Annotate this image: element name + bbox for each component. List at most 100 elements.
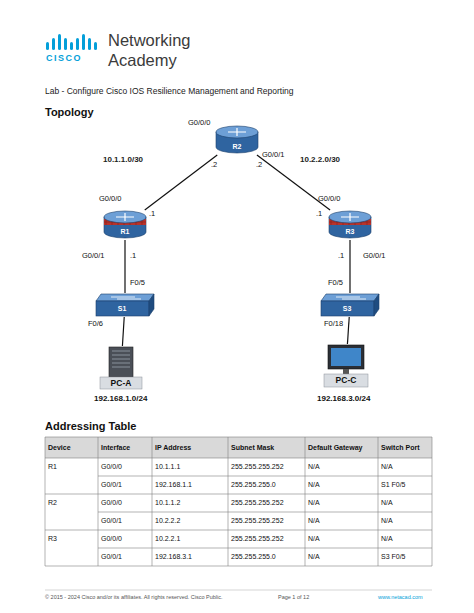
server-icon: PC-A (99, 346, 143, 390)
cisco-logo-bars (46, 34, 97, 50)
table-cell: 192.168.1.1 (155, 481, 192, 489)
table-rule (45, 437, 432, 438)
table-rule (98, 548, 432, 549)
device-shape (103, 210, 147, 240)
port-label: F0/6 (88, 320, 103, 329)
device-name: PC-C (323, 376, 369, 385)
table-cell: G0/0/0 (101, 463, 122, 471)
router-icon: R2 (215, 125, 259, 155)
network-link (122, 317, 124, 346)
interface-label: G0/0/1 (82, 252, 105, 261)
device-shape (328, 210, 372, 240)
interface-label: G0/0/0 (318, 195, 341, 204)
switch-icon: S3 (320, 293, 380, 317)
table-cell: N/A (308, 499, 320, 507)
footer-copyright: © 2015 - 2024 Cisco and/or its affiliate… (45, 594, 223, 600)
interface-label: G0/0/0 (188, 119, 211, 128)
device-name: S3 (320, 305, 380, 312)
table-cell: N/A (308, 553, 320, 561)
table-header-cell: Default Gateway (308, 444, 362, 452)
table-header-cell: Interface (101, 444, 130, 452)
table-cell: 255.255.255.0 (231, 481, 276, 489)
host-octet: .1 (338, 252, 344, 261)
table-rule (98, 476, 432, 477)
network-link (145, 155, 217, 210)
table-rule (98, 437, 99, 566)
table-cell: G0/0/0 (101, 499, 122, 507)
table-cell: 255.255.255.252 (231, 463, 284, 471)
interface-label: G0/0/0 (99, 195, 122, 204)
table-rule (45, 566, 432, 567)
table-cell: N/A (308, 463, 320, 471)
table-cell: S3 F0/5 (381, 553, 406, 561)
table-header-cell: Device (48, 444, 71, 452)
table-header-cell: IP Address (155, 444, 191, 452)
table-cell: 10.2.2.1 (155, 535, 180, 543)
table-cell: 10.1.1.1 (155, 463, 180, 471)
table-cell: 10.2.2.2 (155, 517, 180, 525)
interface-label: G0/0/1 (363, 252, 386, 261)
table-rule (98, 512, 432, 513)
table-rule (228, 437, 229, 566)
table-header-fill (45, 437, 432, 458)
table-cell: N/A (381, 463, 393, 471)
section-heading: Addressing Table (45, 420, 136, 433)
subnet-label: 10.1.1.0/30 (102, 155, 144, 164)
host-octet: .1 (316, 210, 322, 219)
table-cell: R2 (48, 499, 57, 507)
document-title: Lab - Configure Cisco IOS Resilience Man… (45, 87, 294, 97)
network-link (124, 240, 125, 293)
host-octet: .2 (211, 161, 217, 170)
table-rule (305, 437, 306, 566)
footer-rule (45, 590, 432, 591)
pc-icon: PC-C (323, 344, 369, 388)
logo-wordmark: CISCO (46, 53, 82, 63)
table-cell: N/A (308, 517, 320, 525)
device-name: R2 (215, 143, 259, 150)
device-name: R1 (103, 228, 147, 235)
firewall-router-icon: R1 (103, 210, 147, 240)
table-cell: 10.1.1.2 (155, 499, 180, 507)
table-cell: N/A (381, 499, 393, 507)
device-name: PC-A (99, 379, 143, 388)
table-cell: S1 F0/5 (381, 481, 406, 489)
table-header-cell: Switch Port (381, 444, 420, 452)
table-rule (378, 437, 379, 566)
table-cell: 255.255.255.252 (231, 535, 284, 543)
table-cell: 192.168.3.1 (155, 553, 192, 561)
switch-icon: S1 (95, 293, 155, 317)
subnet-label: 192.168.3.0/24 (317, 394, 370, 403)
page-number: Page 1 of 12 (278, 594, 309, 600)
host-octet: .1 (149, 210, 155, 219)
table-rule (432, 437, 433, 566)
host-octet: .1 (130, 252, 136, 261)
port-label: F0/5 (328, 279, 343, 288)
table-rule (45, 530, 432, 531)
table-rule (152, 437, 153, 566)
logo-text: Networking Academy (108, 31, 188, 71)
table-cell: 255.255.255.0 (231, 553, 276, 561)
device-shape (215, 125, 259, 155)
table-cell: N/A (308, 535, 320, 543)
table-cell: R1 (48, 463, 57, 471)
firewall-router-icon: R3 (328, 210, 372, 240)
network-link (349, 240, 350, 293)
table-cell: R3 (48, 535, 57, 543)
table-cell: G0/0/1 (101, 553, 122, 561)
port-label: F0/5 (130, 279, 145, 288)
host-octet: .2 (256, 161, 262, 170)
interface-label: G0/0/1 (262, 151, 285, 160)
section-heading: Topology (45, 106, 94, 119)
table-rule (45, 494, 432, 495)
table-rule (45, 458, 432, 459)
footer-url: www.netacad.com (378, 594, 423, 600)
table-grid (45, 437, 432, 566)
subnet-label: 10.2.2.0/30 (299, 155, 341, 164)
port-label: F0/18 (324, 320, 343, 329)
table-rule (45, 437, 46, 566)
table-cell: N/A (381, 517, 393, 525)
table-header-cell: Subnet Mask (231, 444, 274, 452)
table-cell: G0/0/0 (101, 535, 122, 543)
table-cell: G0/0/1 (101, 517, 122, 525)
table-cell: N/A (381, 535, 393, 543)
